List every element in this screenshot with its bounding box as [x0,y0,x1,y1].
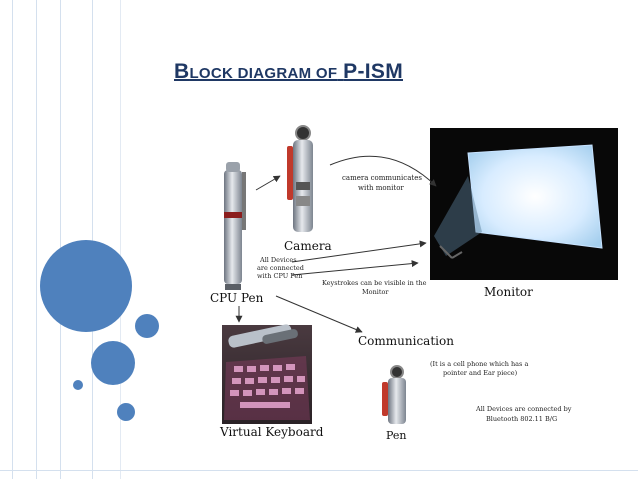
connected-note-line: with CPU Pen [257,272,302,280]
bluetooth-note-line: Bluetooth 802.11 B/G [486,415,557,423]
communication-pen-image [382,365,406,424]
communication-label: Communication [358,334,454,348]
frame-line [36,0,37,479]
connected-note-line: All Devices [259,256,297,264]
title-rest: LOCK DIAGRAM OF [189,65,338,82]
frame-bottom-line [0,470,638,471]
frame-line [60,0,61,479]
communication-note-line: (It is a cell phone which has a [430,360,528,368]
frame-line [12,0,13,479]
camera-note-line: camera communicates [342,174,422,182]
slide-title: BLOCK DIAGRAM OF P-ISM [174,60,403,84]
decor-circle-small [135,314,159,338]
keystroke-note-line: Monitor [362,288,389,296]
monitor-image [430,128,618,280]
virtual-keyboard-image [222,324,312,424]
connected-note-line: are connected [257,264,304,272]
pen-label: Pen [386,429,407,442]
decor-circle-large [40,240,132,332]
cpu-pen-image [224,162,246,290]
decor-circle-small [117,403,135,421]
virtual-keyboard-label: Virtual Keyboard [219,425,324,439]
frame-line [120,0,121,479]
keystroke-note-line: Keystrokes can be visible in the [322,279,427,287]
title-first-letter: B [174,60,190,83]
decor-circle-tiny [73,380,83,390]
cpu-pen-label: CPU Pen [210,291,264,305]
camera-label: Camera [284,239,332,253]
camera-note-line: with monitor [358,184,404,192]
bluetooth-note-line: All Devices are connected by [475,405,572,413]
title-name: P-ISM [343,60,403,83]
communication-note-line: pointer and Ear piece) [443,369,518,377]
frame-line [92,0,93,479]
decor-circle-medium [91,341,135,385]
monitor-label: Monitor [484,285,533,299]
camera-pen-image [287,125,313,232]
connector-arrows [235,155,437,333]
